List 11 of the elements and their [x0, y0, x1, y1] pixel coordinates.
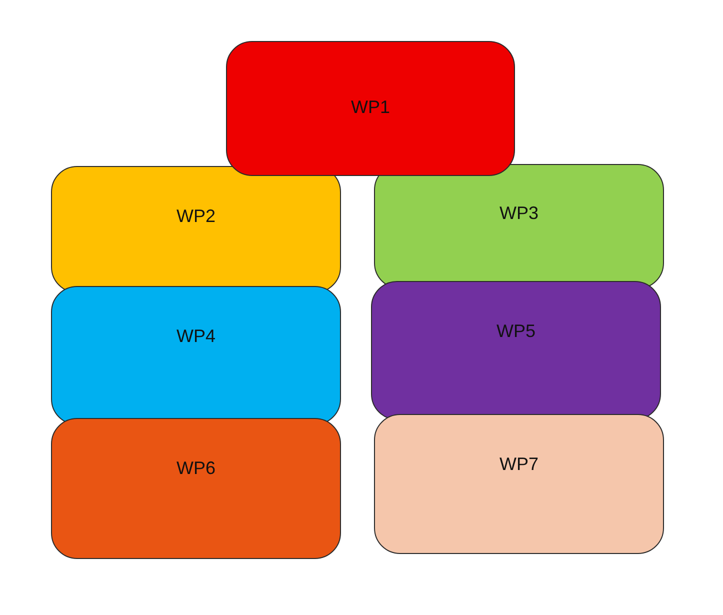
rounded-box [371, 281, 661, 420]
rounded-box [51, 418, 341, 559]
box-label: WP7 [499, 454, 538, 474]
rounded-box [374, 414, 664, 554]
box-label: WP3 [499, 203, 538, 223]
box-label: WP4 [176, 326, 216, 346]
rounded-box [226, 41, 515, 176]
box-label: WP1 [350, 97, 390, 117]
box-label: WP6 [176, 458, 216, 478]
box-label: WP2 [176, 206, 216, 226]
box-label: WP5 [496, 321, 536, 341]
